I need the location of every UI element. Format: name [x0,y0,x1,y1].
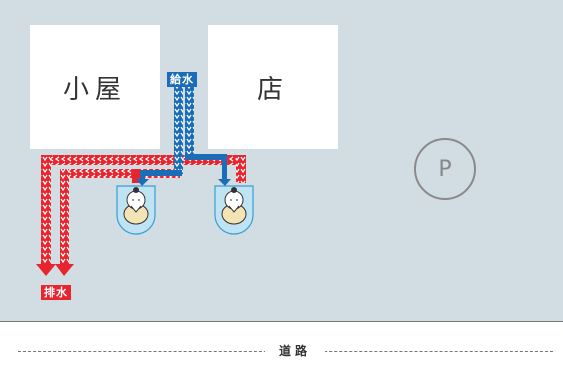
toilet-icon [116,185,156,235]
road-label: 道路 [265,342,325,359]
shed-building: 小屋 [30,25,160,149]
store-label: 店 [256,74,289,105]
drain-label: 排水 [41,285,71,300]
supply-pipe [136,86,231,186]
parking-icon: P [414,138,476,200]
supply-label: 給水 [167,72,197,87]
toilet-icon [214,185,254,235]
shed-label: 小屋 [62,74,127,105]
drain-pipe [36,155,246,276]
parking-label: P [438,156,452,182]
pipe-diagram [36,86,254,276]
store-building: 店 [208,25,338,149]
